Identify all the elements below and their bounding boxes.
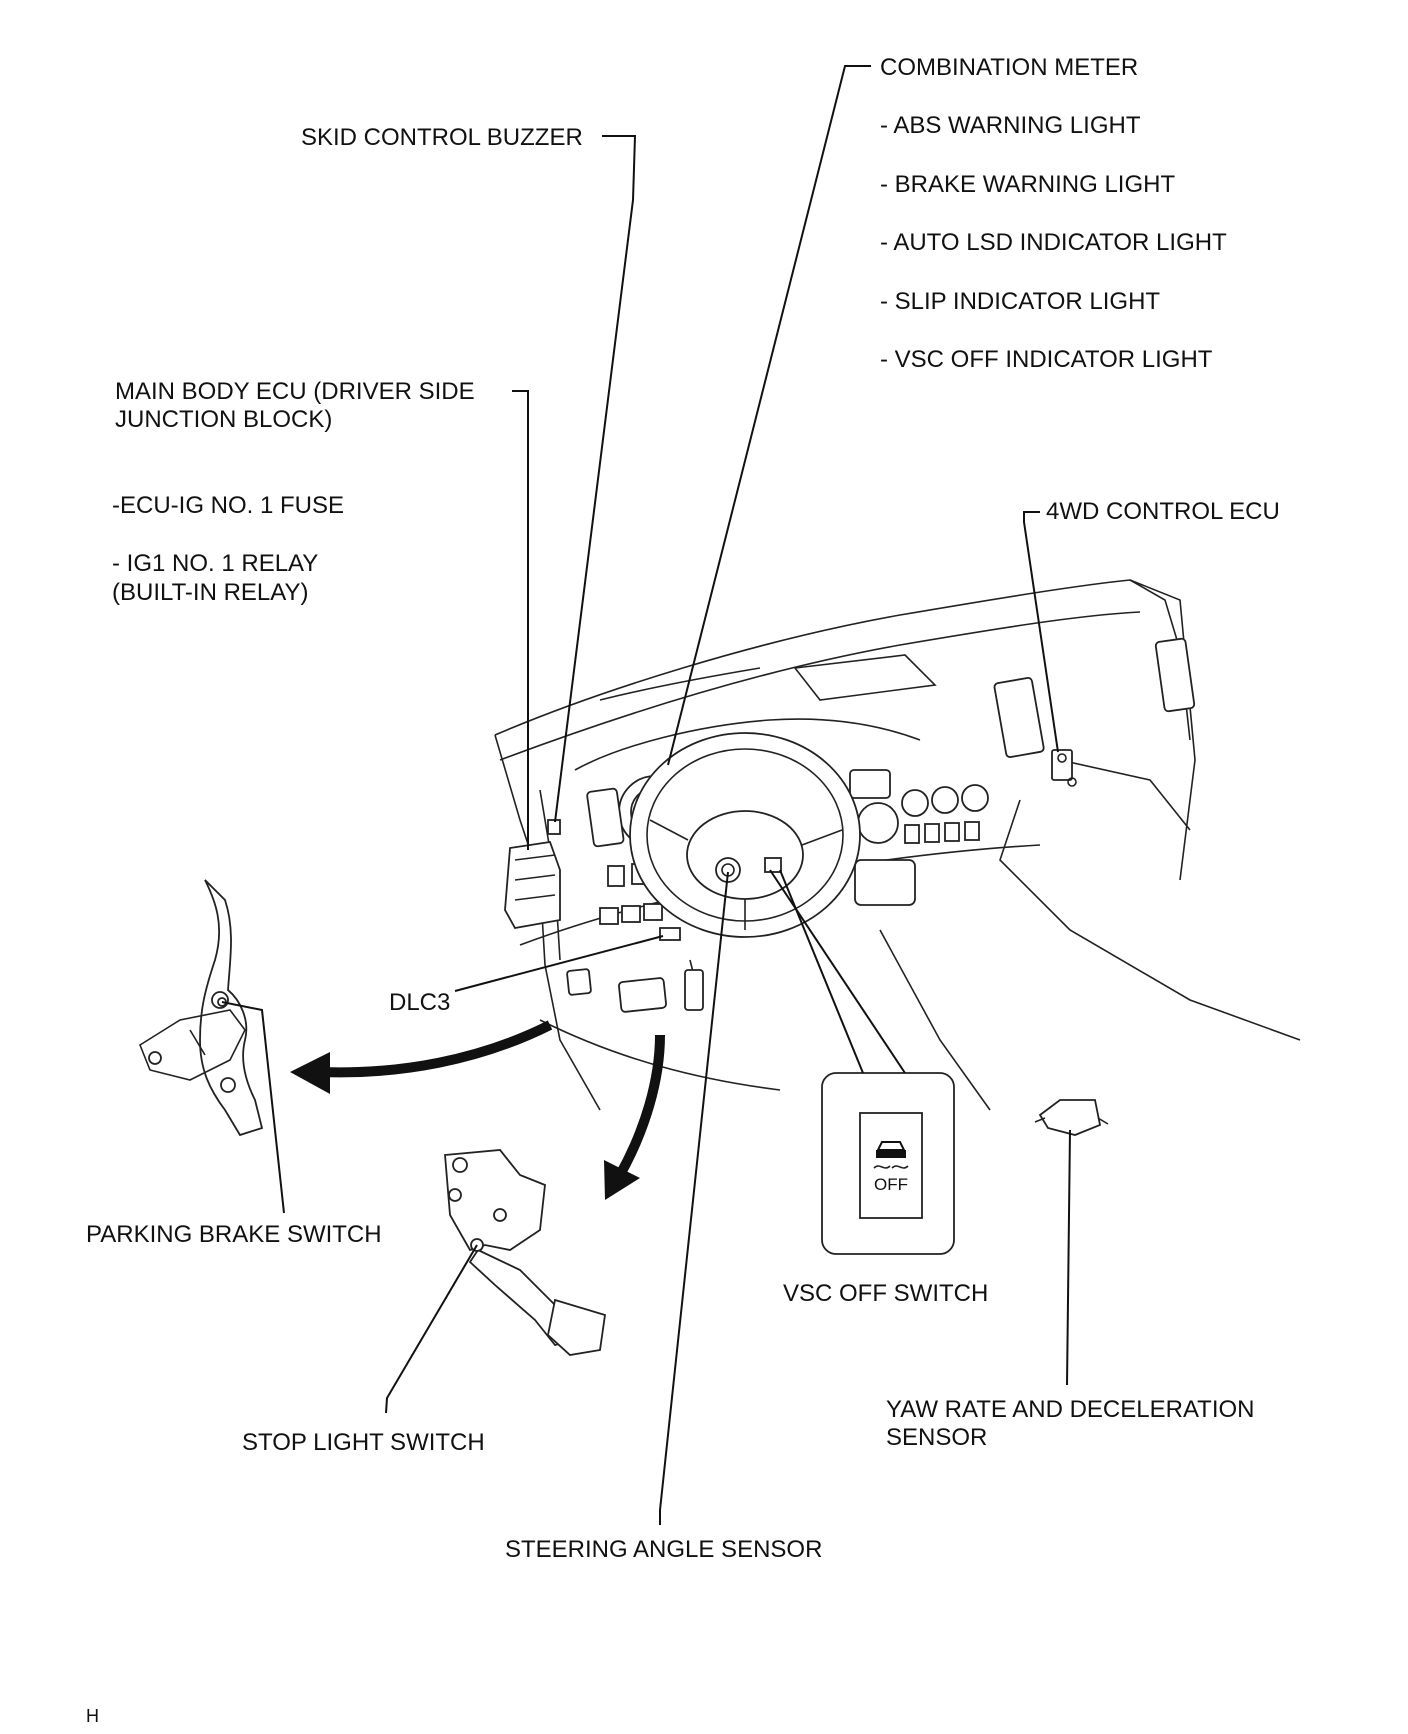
- label-4wd-control-ecu: 4WD CONTROL ECU: [1046, 498, 1280, 525]
- label-parking-brake-switch: PARKING BRAKE SWITCH: [86, 1221, 382, 1248]
- dashboard-illustration: [494, 579, 1301, 1111]
- label-skid-control-buzzer: SKID CONTROL BUZZER: [301, 124, 583, 151]
- yaw-rate-sensor-part: [1038, 1099, 1102, 1136]
- label-ig1-relay-line2: (BUILT-IN RELAY): [112, 579, 308, 606]
- dlc3-connector: [659, 927, 681, 941]
- label-dlc3: DLC3: [389, 989, 450, 1016]
- four-wd-control-ecu-part: [1051, 749, 1073, 781]
- pointer-arrows: [290, 1020, 665, 1200]
- labels: COMBINATION METER - ABS WARNING LIGHT - …: [86, 54, 1280, 1726]
- label-ecu-ig-fuse: -ECU-IG NO. 1 FUSE: [112, 492, 344, 519]
- label-ig1-relay-line1: - IG1 NO. 1 RELAY: [112, 550, 318, 577]
- parking-brake-assembly: [139, 879, 264, 1137]
- vsc-switch-face-text: OFF: [874, 1175, 908, 1194]
- label-abs-warning-light: - ABS WARNING LIGHT: [880, 112, 1141, 139]
- main-body-ecu-part: [504, 841, 561, 929]
- yaw-rate-sensor-assembly: [1034, 1099, 1109, 1136]
- label-brake-warning-light: - BRAKE WARNING LIGHT: [880, 171, 1175, 198]
- arrow-to-brake-pedal: [604, 1160, 640, 1200]
- steering-angle-sensor-part: [715, 857, 741, 883]
- arrow-to-parking-brake: [290, 1052, 330, 1094]
- label-vsc-off-indicator-light: - VSC OFF INDICATOR LIGHT: [880, 346, 1213, 373]
- skid-car-icon: [873, 1141, 909, 1169]
- leader-lines: [221, 65, 1071, 1525]
- label-steering-angle-sensor: STEERING ANGLE SENSOR: [505, 1536, 822, 1563]
- label-main-body-ecu-line1: MAIN BODY ECU (DRIVER SIDE: [115, 378, 475, 405]
- label-combination-meter: COMBINATION METER: [880, 54, 1138, 81]
- corner-mark: H: [86, 1706, 99, 1726]
- label-main-body-ecu-line2: JUNCTION BLOCK): [115, 406, 332, 433]
- brake-pedal-assembly: [444, 1149, 607, 1356]
- label-stop-light-switch: STOP LIGHT SWITCH: [242, 1429, 485, 1456]
- label-yaw-rate-line2: SENSOR: [886, 1424, 987, 1451]
- vsc-off-switch-part: [764, 857, 782, 873]
- label-auto-lsd-indicator-light: - AUTO LSD INDICATOR LIGHT: [880, 229, 1227, 256]
- vsc-off-switch-detail: OFF: [821, 1072, 955, 1255]
- skid-control-buzzer-part: [547, 819, 561, 835]
- label-vsc-off-switch: VSC OFF SWITCH: [783, 1280, 988, 1307]
- label-yaw-rate-line1: YAW RATE AND DECELERATION: [886, 1396, 1255, 1423]
- label-slip-indicator-light: - SLIP INDICATOR LIGHT: [880, 288, 1160, 315]
